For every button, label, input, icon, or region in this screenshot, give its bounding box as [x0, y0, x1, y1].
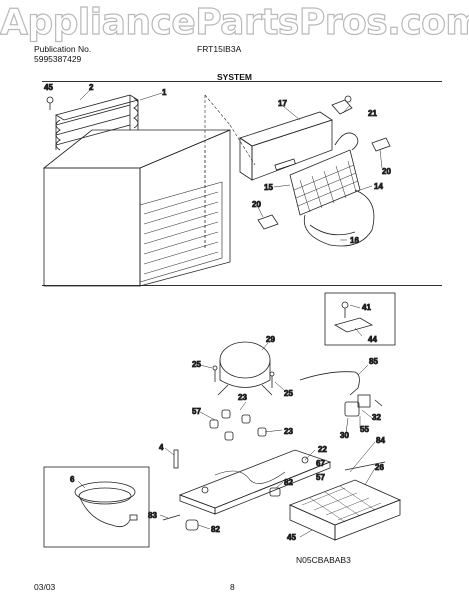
- callout-57-left: 57: [192, 407, 201, 416]
- leader-lines: [77, 87, 383, 538]
- clip-screw: [46, 96, 54, 110]
- inset-box-grommet: [324, 292, 396, 346]
- callout-15: 15: [264, 183, 273, 192]
- section-divider: [42, 285, 442, 286]
- callout-25-right: 25: [284, 389, 293, 398]
- callout-4: 4: [159, 443, 164, 452]
- callout-6: 6: [70, 475, 75, 484]
- compressor-base-plate: [178, 449, 332, 515]
- publication-number: 5995387429: [34, 54, 82, 64]
- section-title: SYSTEM: [217, 72, 252, 82]
- model-number: FRT15IB3A: [197, 44, 242, 54]
- callout-23-right: 23: [284, 427, 293, 436]
- leveling-legs: [162, 487, 281, 531]
- publication-label: Publication No.: [34, 44, 92, 54]
- callout-67: 67: [316, 459, 325, 468]
- drain-heater: [331, 95, 353, 115]
- evaporator: [289, 132, 361, 216]
- foam-pad-right: [371, 137, 391, 152]
- discharge-tube: [299, 371, 360, 396]
- callout-85: 85: [369, 357, 378, 366]
- diagram-code: N05CBABAB3: [296, 555, 351, 565]
- callout-22: 22: [318, 445, 327, 454]
- callout-82-bottom: 82: [211, 525, 220, 534]
- assembly-guides: [204, 94, 256, 166]
- callout-26: 26: [375, 463, 384, 472]
- callout-17: 17: [278, 99, 287, 108]
- callout-83: 83: [148, 511, 157, 520]
- relay-overload: [344, 394, 383, 417]
- callout-82-right: 82: [284, 478, 293, 487]
- callout-1: 1: [162, 88, 167, 97]
- footer-date: 03/03: [34, 582, 56, 592]
- compressor-screws: [212, 365, 275, 388]
- callout-25-left: 25: [192, 360, 201, 369]
- callout-32: 32: [372, 413, 381, 422]
- inset-box-power-cord: [43, 466, 150, 548]
- callout-30: 30: [340, 431, 349, 440]
- callout-57-right: 57: [316, 473, 325, 482]
- watermark: AppliancePartsPros.com: [0, 1, 469, 43]
- callout-44: 44: [368, 335, 377, 344]
- foam-pad-left: [257, 214, 279, 230]
- power-cord: [74, 481, 138, 528]
- callout-20-right: 20: [382, 167, 391, 176]
- callout-45-bottom: 45: [287, 533, 296, 542]
- compressor: [217, 341, 273, 396]
- grommet-screw: [333, 301, 374, 333]
- callout-23-top: 23: [238, 393, 247, 402]
- callout-55: 55: [360, 425, 369, 434]
- capillary-tube: [309, 224, 356, 236]
- callout-84: 84: [376, 436, 385, 445]
- cabinet-shell: [42, 129, 231, 287]
- callout-29: 29: [266, 335, 275, 344]
- callout-45-top: 45: [44, 83, 53, 92]
- callout-21: 21: [368, 109, 377, 118]
- callout-20-left: 20: [252, 200, 261, 209]
- callout-14: 14: [374, 182, 383, 191]
- condenser-coil: [55, 94, 139, 151]
- capacitor-clip: [173, 449, 179, 469]
- suction-line: [303, 189, 375, 247]
- header-divider: [42, 81, 442, 82]
- callout-2: 2: [89, 83, 94, 92]
- mounting-grommets: [209, 409, 267, 441]
- callout-41: 41: [362, 303, 371, 312]
- evaporator-cover: [239, 111, 333, 181]
- page-number: 8: [230, 582, 235, 592]
- drain-pan: [288, 461, 402, 541]
- callout-16: 16: [350, 236, 359, 245]
